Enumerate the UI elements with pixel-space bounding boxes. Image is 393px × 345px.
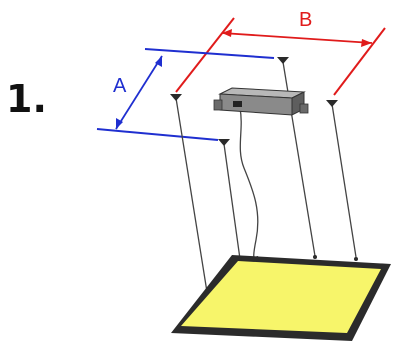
dimension-a-label: A — [113, 75, 127, 97]
driver-box-connector — [233, 101, 242, 107]
led-panel-icon — [171, 255, 391, 341]
dimension-b-line — [221, 32, 373, 44]
ceiling-anchor-icon — [218, 139, 230, 146]
suspension-cable-rear-left — [223, 143, 241, 260]
driver-box-bracket — [213, 99, 223, 111]
dimension-b-label: B — [299, 9, 312, 31]
suspension-cable-front-left — [175, 97, 208, 293]
ceiling-anchor-icon — [170, 94, 182, 101]
led-panel-surface — [181, 261, 381, 333]
dimension-a-extension-bottom — [96, 128, 219, 141]
dimension-a-line — [115, 55, 163, 130]
step-number: 1. — [6, 77, 47, 121]
dimension-a-arrow-top — [155, 56, 162, 67]
suspension-cable-front-right — [331, 103, 357, 258]
dimension-b-extension-left — [175, 17, 235, 93]
dimension-b-arrow-left — [222, 29, 232, 37]
driver-power-cable — [239, 107, 259, 259]
ceiling-anchors — [170, 57, 338, 146]
panel-hook-front-right — [354, 257, 358, 261]
driver-box-bracket — [299, 103, 309, 114]
driver-box-front — [219, 93, 293, 116]
dimension-a: A — [96, 48, 275, 141]
dimension-a-extension-top — [144, 48, 275, 59]
dimension-b-arrow-right — [361, 39, 372, 47]
panel-hook-rear-left — [238, 257, 242, 261]
dimension-b-extension-right — [333, 27, 386, 96]
panel-hook-rear-right — [313, 255, 317, 259]
ceiling-anchor-icon — [326, 100, 338, 107]
panel-hook-front-left — [205, 290, 209, 294]
dimension-a-arrow-bottom — [116, 118, 123, 129]
led-driver-box-icon — [213, 87, 309, 116]
ceiling-anchor-icon — [277, 57, 289, 64]
dimension-b: B — [175, 9, 386, 96]
